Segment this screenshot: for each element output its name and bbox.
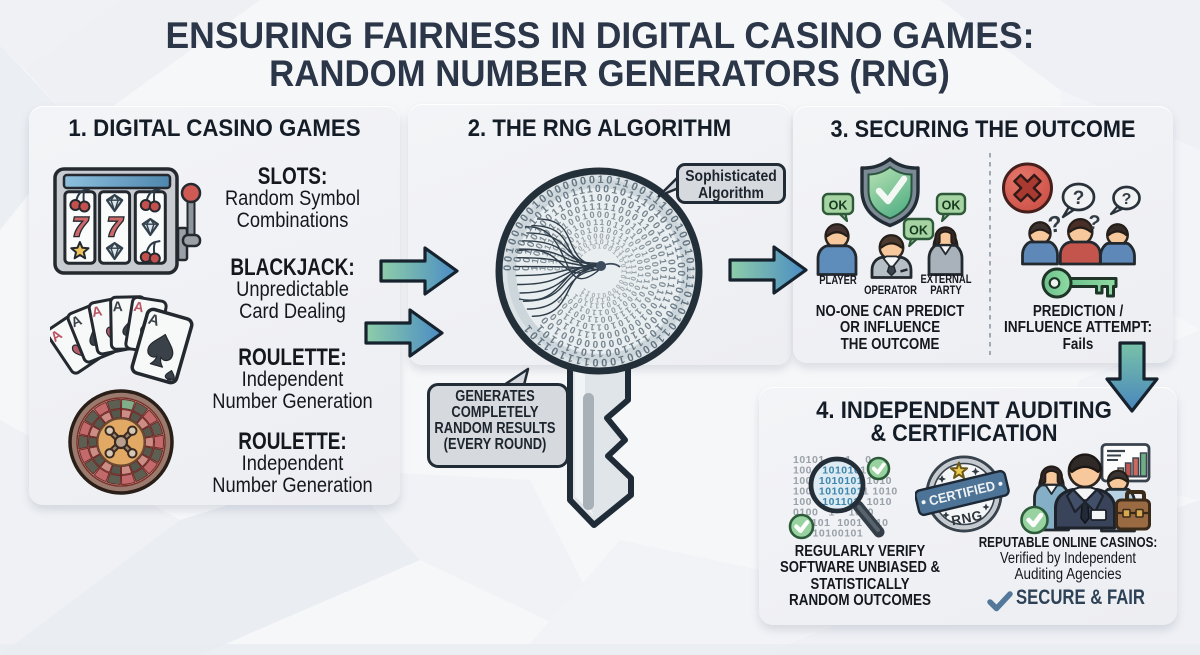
svg-text:RNG: RNG bbox=[950, 508, 984, 529]
svg-text:?: ? bbox=[1122, 191, 1132, 208]
svg-text:A: A bbox=[113, 298, 123, 314]
svg-text:100 1010101 1010: 100 1010101 1010 bbox=[793, 475, 892, 487]
svg-text:?: ? bbox=[1086, 211, 1101, 234]
svg-text:?: ? bbox=[1073, 188, 1085, 209]
svg-text:OK: OK bbox=[942, 199, 961, 213]
svg-text:100 1010101 0: 100 1010101 0 bbox=[793, 465, 880, 477]
svg-text:10101 1 0: 10101 1 0 bbox=[793, 454, 872, 466]
svg-text:7: 7 bbox=[107, 212, 124, 242]
svg-text:OK: OK bbox=[829, 199, 848, 213]
svg-text:?: ? bbox=[1046, 210, 1064, 238]
svg-text:A: A bbox=[90, 302, 103, 320]
svg-text:A: A bbox=[133, 298, 146, 315]
svg-text:7: 7 bbox=[72, 212, 89, 242]
svg-text:OK: OK bbox=[909, 224, 928, 238]
svg-text:A: A bbox=[146, 311, 161, 330]
svg-text:100 10101011 1010: 100 10101011 1010 bbox=[793, 486, 898, 498]
